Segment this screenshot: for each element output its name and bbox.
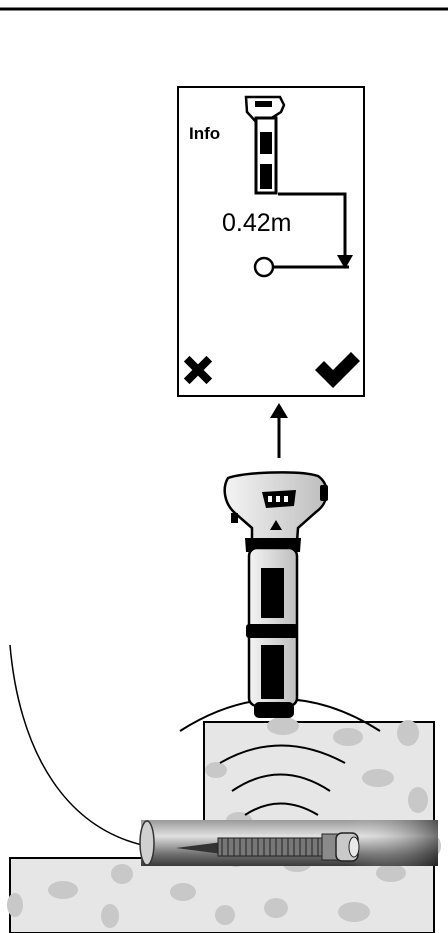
sonde-marker-circle	[253, 256, 275, 278]
display-screen: Info 0.42m	[177, 86, 365, 397]
screen-title: Info	[189, 124, 220, 143]
depth-arrowhead	[337, 255, 353, 269]
depth-arrow-line	[278, 192, 347, 259]
up-arrow	[270, 403, 288, 458]
locator-small-icon	[244, 95, 286, 195]
depth-readout: 0.42m	[222, 209, 291, 237]
cross-icon[interactable]	[183, 355, 213, 385]
checkmark-icon[interactable]	[315, 352, 360, 388]
cable	[9, 644, 200, 851]
locator-device	[223, 471, 328, 718]
sonde-camera	[176, 832, 360, 862]
